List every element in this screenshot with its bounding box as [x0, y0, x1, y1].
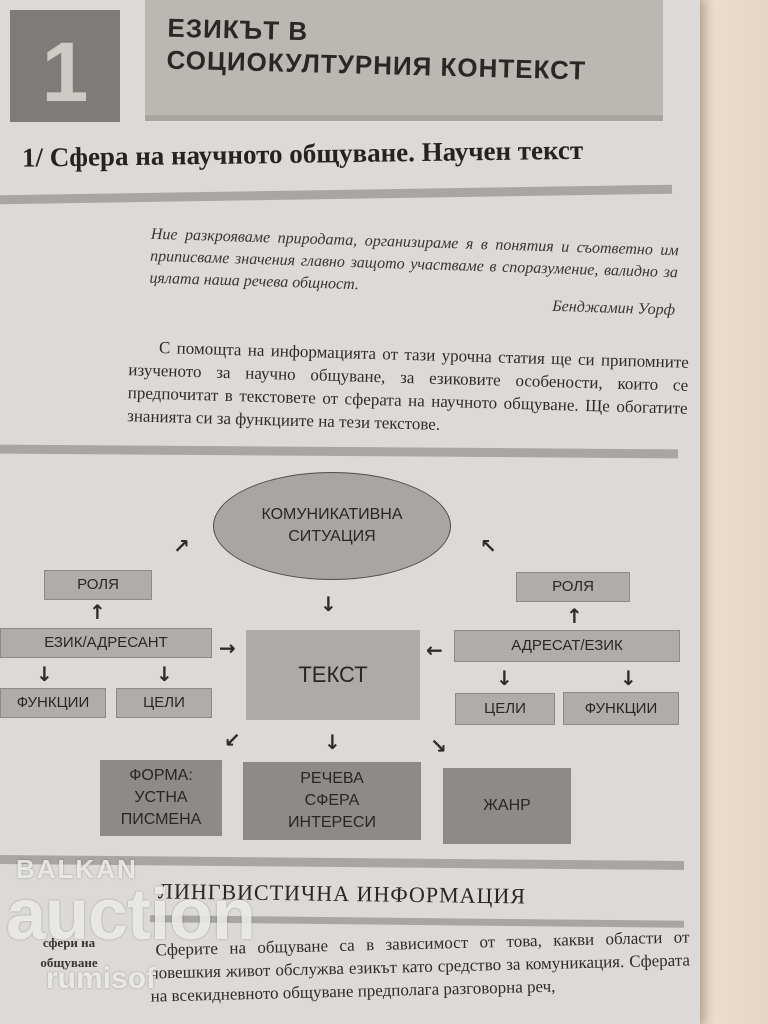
- form-line3: ПИСМЕНА: [120, 811, 202, 828]
- arrow-left-icon: ←: [426, 638, 443, 662]
- left-goals-box: ЦЕЛИ: [116, 688, 212, 718]
- text-box: ТЕКСТ: [246, 630, 420, 720]
- chapter-number: 1: [41, 25, 89, 119]
- right-goals-box: ЦЕЛИ: [455, 693, 555, 725]
- linguistic-body: Сферите на общуване са в зависимост от т…: [149, 927, 691, 1006]
- arrow-up-left-icon: ↖: [480, 534, 497, 558]
- sphere-line2: СФЕРА: [304, 792, 360, 809]
- margin-note-line1: сфери на: [42, 935, 96, 950]
- left-role-box: РОЛЯ: [44, 570, 152, 600]
- form-box: ФОРМА: УСТНА ПИСМЕНА: [100, 760, 222, 836]
- linguistic-divider: [149, 915, 685, 928]
- diagram-top-divider: [0, 444, 679, 459]
- chapter-title-box: ЕЗИКЪТ В СОЦИОКУЛТУРНИЯ КОНТЕКСТ: [145, 0, 663, 115]
- left-functions-box: ФУНКЦИИ: [0, 688, 106, 718]
- arrow-up-icon: ↑: [89, 600, 106, 624]
- chapter-number-box: 1: [10, 10, 120, 122]
- left-speaker-box: ЕЗИК/АДРЕСАНТ: [0, 628, 212, 658]
- epigraph-quote: Ние разкрояваме природата, организираме …: [149, 225, 679, 294]
- sphere-line3: ИНТЕРЕСИ: [288, 814, 376, 831]
- arrow-down-icon: ↓: [36, 662, 53, 686]
- arrow-down-icon: ↓: [324, 730, 341, 754]
- chapter-title: ЕЗИКЪТ В СОЦИОКУЛТУРНИЯ КОНТЕКСТ: [166, 12, 658, 89]
- section-divider: [0, 184, 673, 205]
- margin-note: сфери на общуване: [14, 933, 124, 973]
- ellipse-line1: КОМУНИКАТИВНА: [261, 506, 403, 523]
- margin-note-line2: общуване: [40, 955, 98, 970]
- communication-diagram: КОМУНИКАТИВНА СИТУАЦИЯ ↗ ↖ ↓ РОЛЯ ↑ ЕЗИК…: [0, 460, 700, 860]
- right-functions-box: ФУНКЦИИ: [563, 692, 679, 725]
- speech-sphere-box: РЕЧЕВА СФЕРА ИНТЕРЕСИ: [243, 762, 421, 840]
- form-line2: УСТНА: [134, 789, 188, 806]
- sphere-line1: РЕЧЕВА: [300, 770, 364, 787]
- arrow-down-icon: ↓: [620, 666, 637, 690]
- right-role-box: РОЛЯ: [516, 572, 630, 602]
- ellipse-line2: СИТУАЦИЯ: [288, 528, 376, 545]
- page-gutter: [690, 0, 768, 1024]
- arrow-up-right-icon: ↗: [173, 534, 190, 558]
- section-title: 1/ Сфера на научното общуване. Научен те…: [21, 134, 584, 173]
- arrow-down-icon: ↓: [320, 592, 337, 616]
- arrow-up-icon: ↑: [566, 604, 583, 628]
- arrow-down-icon: ↓: [156, 662, 173, 686]
- arrow-down-icon: ↓: [496, 666, 513, 690]
- book-page: 1 ЕЗИКЪТ В СОЦИОКУЛТУРНИЯ КОНТЕКСТ 1/ Сф…: [0, 0, 700, 1024]
- arrow-down-right-icon: ↘: [430, 734, 447, 758]
- arrow-down-left-icon: ↙: [224, 728, 241, 752]
- right-speaker-box: АДРЕСАТ/ЕЗИК: [454, 630, 680, 662]
- intro-paragraph: С помощта на информацията от тази урочна…: [126, 338, 690, 434]
- genre-box: ЖАНР: [443, 768, 571, 844]
- linguistic-info-heading: ЛИНГВИСТИЧНА ИНФОРМАЦИЯ: [157, 878, 527, 909]
- form-line1: ФОРМА:: [129, 767, 193, 784]
- arrow-right-icon: →: [219, 636, 236, 660]
- communicative-situation-ellipse: КОМУНИКАТИВНА СИТУАЦИЯ: [213, 472, 451, 580]
